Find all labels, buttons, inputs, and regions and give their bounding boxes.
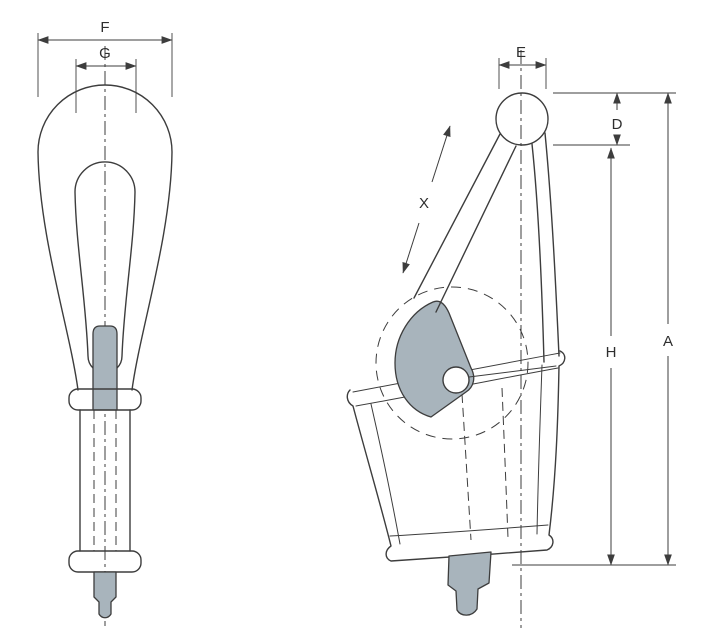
pin-axis-line bbox=[468, 365, 557, 378]
side-view: E D H A bbox=[346, 44, 676, 628]
dim-label-a: A bbox=[663, 333, 673, 350]
eye-circle-side bbox=[495, 92, 549, 146]
dim-label-f: F bbox=[100, 19, 109, 36]
pin-circle bbox=[442, 366, 470, 394]
basket-bottom-rim bbox=[389, 524, 549, 537]
dim-label-g: G bbox=[99, 45, 111, 62]
collar-top-front bbox=[68, 388, 142, 411]
neck-outer-edge bbox=[544, 132, 560, 357]
wedge-front bbox=[92, 325, 118, 411]
neck-inner-edge bbox=[531, 143, 545, 363]
wedge-circle-hidden bbox=[375, 286, 529, 440]
dimension-e: E bbox=[498, 44, 547, 89]
front-view: F G bbox=[37, 19, 173, 626]
dimension-g: G bbox=[75, 45, 137, 113]
dim-label-h: H bbox=[606, 344, 617, 361]
dimension-d: D bbox=[612, 92, 623, 146]
dim-label-d: D bbox=[612, 116, 623, 133]
dim-x-line-upper bbox=[431, 125, 451, 183]
dim-label-x: X bbox=[419, 195, 429, 212]
rope-stub-front bbox=[93, 571, 117, 619]
dim-x-line-lower bbox=[402, 222, 420, 274]
dimension-f: F bbox=[37, 19, 173, 97]
basket-hidden-line-1 bbox=[461, 393, 472, 541]
eye-outline bbox=[37, 84, 173, 391]
dimension-a: A bbox=[663, 92, 673, 566]
basket-inner-left bbox=[370, 403, 401, 545]
rope-line-inner bbox=[435, 145, 517, 313]
rope-stub-side bbox=[447, 551, 492, 616]
dim-label-e: E bbox=[516, 44, 526, 61]
basket-hidden-line-2 bbox=[501, 387, 509, 539]
rope-line-outer bbox=[413, 133, 501, 299]
basket-inner-right bbox=[536, 364, 543, 535]
dimension-x: X bbox=[402, 125, 451, 274]
dimension-h: H bbox=[606, 147, 617, 566]
